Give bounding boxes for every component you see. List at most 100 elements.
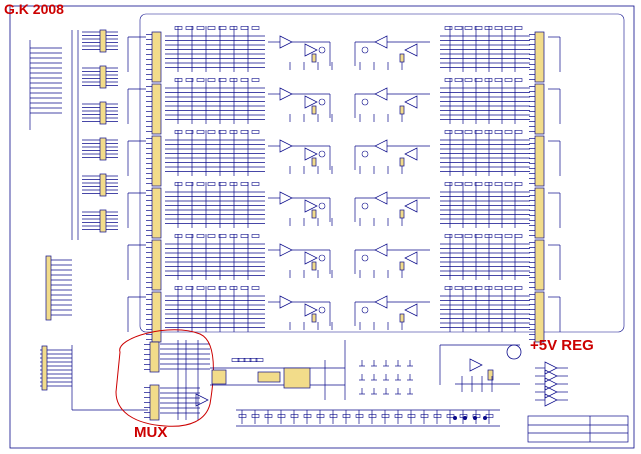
resistor-symbol: [251, 26, 260, 30]
mux-chip-upper: [144, 341, 160, 373]
resistor-symbol: [207, 78, 216, 82]
channel-row: [127, 286, 561, 343]
resistor-symbol: [174, 234, 183, 238]
opamp-symbol: [404, 251, 418, 265]
resistor-symbol: [514, 26, 523, 30]
resistor-symbol: [329, 414, 338, 418]
channel-input-connector: [146, 135, 162, 187]
resistor-symbol: [474, 78, 483, 82]
resistor-symbol: [454, 234, 463, 238]
channel-input-connector: [146, 239, 162, 291]
resistor-array: [99, 101, 107, 125]
resistor-symbol: [229, 130, 238, 134]
resistor-symbol: [494, 78, 503, 82]
resistor-symbol: [240, 286, 249, 290]
resistor-symbol: [504, 182, 513, 186]
resistor-symbol: [474, 182, 483, 186]
capacitor: [311, 105, 317, 115]
capacitor: [311, 209, 317, 219]
opamp-symbol: [374, 87, 388, 101]
resistor-symbol: [196, 182, 205, 186]
channel-bus-outline: [139, 13, 625, 333]
header-strip: [41, 345, 48, 391]
resistor-symbol: [407, 414, 416, 418]
resistor-symbol: [454, 182, 463, 186]
resistor-symbol: [514, 286, 523, 290]
connector-body: [534, 187, 545, 239]
opamp-symbol: [304, 199, 318, 213]
capacitor-bank: [236, 360, 500, 427]
transistor-symbol: [361, 46, 369, 54]
sheet-border: [9, 5, 635, 449]
mux-annotation: MUX: [134, 424, 168, 441]
driver-section: [210, 340, 346, 400]
channel-output-connector: [529, 239, 545, 291]
resistor-symbol: [218, 78, 227, 82]
resistor-symbol: [444, 234, 453, 238]
resistor-symbol: [474, 130, 483, 134]
opamp-symbol: [404, 199, 418, 213]
ic-package: [257, 371, 281, 383]
regulator-annotation: +5V REG: [530, 337, 594, 354]
resistor-symbol: [484, 286, 493, 290]
resistor-symbol: [238, 414, 247, 418]
resistor-symbol: [277, 414, 286, 418]
output-drivers: [535, 361, 568, 407]
resistor-symbol: [240, 78, 249, 82]
header-strip: [45, 255, 52, 321]
channel-output-connector: [529, 135, 545, 187]
resistor-symbol: [484, 78, 493, 82]
opamp-symbol: [404, 43, 418, 57]
resistor-symbol: [464, 286, 473, 290]
opamp-symbol: [279, 139, 293, 153]
resistor-symbol: [185, 78, 194, 82]
opamp-symbol: [544, 361, 558, 375]
resistor-symbol: [484, 130, 493, 134]
resistor-symbol: [514, 234, 523, 238]
regulator-transistor: [506, 344, 522, 360]
connector-body: [151, 31, 162, 83]
resistor-symbol: [174, 286, 183, 290]
resistor-symbol: [342, 414, 351, 418]
resistor-symbol: [454, 78, 463, 82]
resistor-symbol: [494, 130, 503, 134]
resistor-symbol: [464, 26, 473, 30]
resistor-array: [99, 209, 107, 233]
resistor-symbol: [251, 182, 260, 186]
connector-body: [534, 31, 545, 83]
capacitor: [399, 53, 405, 63]
resistor-symbol: [464, 182, 473, 186]
transistor-symbol: [361, 306, 369, 314]
resistor-symbol: [207, 182, 216, 186]
dot-junction: [453, 416, 457, 420]
left-input-section: [29, 29, 118, 321]
channel-output-connector: [529, 83, 545, 135]
opamp-symbol: [404, 95, 418, 109]
resistor-symbol: [504, 78, 513, 82]
opamp-symbol: [304, 303, 318, 317]
channel-output-connector: [529, 31, 545, 83]
title-annotation: G.K 2008: [4, 1, 64, 17]
resistor-symbol: [368, 414, 377, 418]
dot-junction: [463, 416, 467, 420]
resistor-symbol: [504, 286, 513, 290]
transistor-symbol: [318, 202, 326, 210]
resistor-symbol: [196, 130, 205, 134]
capacitor: [311, 53, 317, 63]
opamp-symbol: [404, 147, 418, 161]
resistor-symbol: [218, 182, 227, 186]
resistor-symbol: [446, 414, 455, 418]
resistor-symbol: [207, 234, 216, 238]
capacitor: [311, 157, 317, 167]
resistor-array: [99, 137, 107, 161]
resistor-symbol: [185, 130, 194, 134]
dot-junction: [483, 416, 487, 420]
resistor-symbol: [251, 286, 260, 290]
resistor-symbol: [218, 26, 227, 30]
connector-body: [149, 341, 160, 373]
opamp-symbol: [374, 139, 388, 153]
resistor-symbol: [474, 286, 483, 290]
resistor-symbol: [316, 414, 325, 418]
resistor-array: [99, 29, 107, 53]
resistor-symbol: [174, 182, 183, 186]
